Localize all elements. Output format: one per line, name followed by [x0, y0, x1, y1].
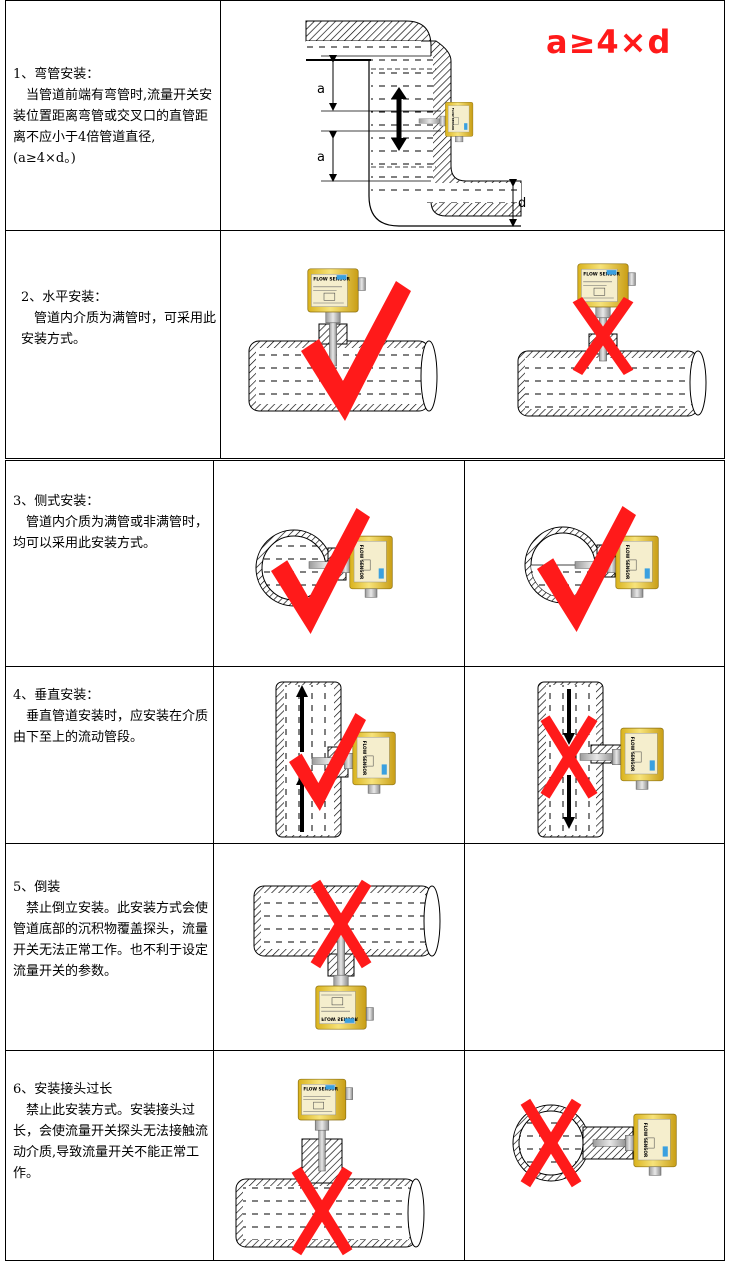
vertical-install-wrong: [537, 681, 664, 838]
side-install-correct-partial: [524, 506, 659, 632]
section-body: 禁止此安装方式。安装接头过长，会使流量开关探头无法接触流动介质,导致流量开关不能…: [13, 1103, 209, 1181]
side-install-correct: [255, 508, 393, 634]
inverted-install-wrong: [253, 879, 441, 1030]
section-title: 3、侧式安装：: [13, 494, 100, 509]
section-2-diagram-cell: [220, 230, 725, 459]
section-title: 4、垂直安装：: [13, 688, 100, 703]
section-4-diagram-right-cell: [464, 666, 725, 844]
section-2-text: 2、水平安装： 管道内介质为满管时，可采用此安装方式。: [21, 287, 216, 350]
section-4-diagram-left-cell: [213, 666, 465, 844]
formula-label: a≥4×d: [546, 23, 672, 61]
section-6-text: 6、安装接头过长 禁止此安装方式。安装接头过长，会使流量开关探头无法接触流动介质…: [13, 1079, 208, 1184]
section-body: 禁止倒立安装。此安装方式会使管道底部的沉积物覆盖探头，流量开关无法正常工作。也不…: [13, 901, 209, 979]
section-3-diagram-left-cell: [213, 460, 465, 667]
section-body: 管道内介质为满管或非满管时，均可以采用此安装方式。: [13, 515, 209, 551]
section-6-diagram-left-cell: [213, 1050, 465, 1261]
section-body: 当管道前端有弯管时,流量开关安装位置距离弯管或交叉口的直管距离不应小于4倍管道直…: [13, 88, 213, 166]
section-3-diagram-right-cell: [464, 460, 725, 667]
section-title: 6、安装接头过长: [13, 1082, 113, 1097]
section-4-text-cell: 4、垂直安装： 垂直管道安装时，应安装在介质由下至上的流动管段。: [5, 666, 214, 844]
section-title: 5、倒装: [13, 880, 61, 895]
section-1-text-cell: 1、弯管安装： 当管道前端有弯管时,流量开关安装位置距离弯管或交叉口的直管距离不…: [5, 0, 221, 231]
section-6-diagram-right-cell: [464, 1050, 725, 1261]
section-title: 1、弯管安装：: [13, 67, 100, 82]
vertical-install-correct: [275, 681, 396, 838]
long-fitting-side-wrong: [512, 1098, 677, 1188]
section-4-text: 4、垂直安装： 垂直管道安装时，应安装在介质由下至上的流动管段。: [13, 685, 208, 748]
section-title: 2、水平安装：: [21, 290, 108, 305]
horizontal-pipe-correct: [248, 268, 438, 421]
section-1-diagram-cell: a a d a≥4×d: [220, 0, 725, 231]
label-a-bottom: a: [317, 150, 325, 165]
section-5-empty-cell: [464, 843, 725, 1051]
section-3-text: 3、侧式安装： 管道内介质为满管或非满管时，均可以采用此安装方式。: [13, 491, 208, 554]
section-2-text-cell: 2、水平安装： 管道内介质为满管时，可采用此安装方式。: [5, 230, 221, 459]
section-6-text-cell: 6、安装接头过长 禁止此安装方式。安装接头过长，会使流量开关探头无法接触流动介质…: [5, 1050, 214, 1261]
section-5-text: 5、倒装 禁止倒立安装。此安装方式会使管道底部的沉积物覆盖探头，流量开关无法正常…: [13, 877, 208, 982]
label-d: d: [518, 196, 526, 211]
label-a-top: a: [317, 82, 325, 97]
section-5-diagram-cell: [213, 843, 465, 1051]
section-body: 管道内介质为满管时，可采用此安装方式。: [21, 311, 217, 347]
section-5-text-cell: 5、倒装 禁止倒立安装。此安装方式会使管道底部的沉积物覆盖探头，流量开关无法正常…: [5, 843, 214, 1051]
elbow-pipe-diagram: a a d: [305, 20, 526, 227]
horizontal-install-diagrams: [248, 263, 707, 421]
horizontal-pipe-wrong: [517, 263, 707, 417]
long-fitting-horizontal-wrong: [235, 1078, 425, 1256]
section-1-text: 1、弯管安装： 当管道前端有弯管时,流量开关安装位置距离弯管或交叉口的直管距离不…: [13, 64, 215, 169]
section-3-text-cell: 3、侧式安装： 管道内介质为满管或非满管时，均可以采用此安装方式。: [5, 460, 214, 667]
section-body: 垂直管道安装时，应安装在介质由下至上的流动管段。: [13, 709, 209, 745]
